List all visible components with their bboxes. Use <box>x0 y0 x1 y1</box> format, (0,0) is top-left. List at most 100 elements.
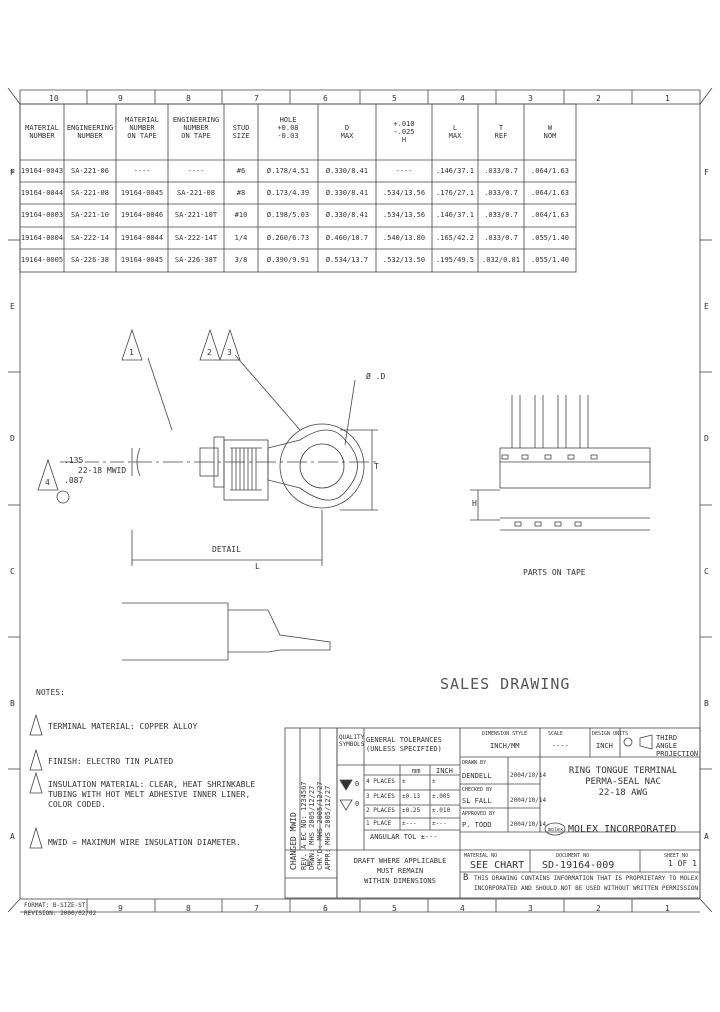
title-block-frame <box>336 727 701 899</box>
l-dimension-label: L <box>255 562 260 571</box>
zone-bottom-6: 6 <box>323 904 328 913</box>
table-cell: 19164-0046 <box>120 211 164 219</box>
revision-line-5: APPR: MHS 2005/12/27 <box>324 785 332 870</box>
zone-bottom-3: 3 <box>528 904 533 913</box>
table-cell: Ø.173/4.39 <box>266 189 310 197</box>
table-cell: .033/0.7 <box>484 211 518 219</box>
table-cell: Ø.330/8.41 <box>325 167 369 175</box>
zone-top-2: 2 <box>596 94 601 103</box>
scale-value: ---- <box>552 742 569 750</box>
table-cell: Ø.534/13.7 <box>325 256 369 264</box>
h-dimension-label: H <box>472 499 477 508</box>
design-units-value: INCH <box>596 742 613 750</box>
zone-left-D: D <box>10 434 15 443</box>
revision-line-3: DRWN: MHS 2005/12/27 <box>308 785 316 870</box>
tolerances-mm-header: mm <box>412 767 421 775</box>
zone-top-5: 5 <box>392 94 397 103</box>
tolerance-cell: ±0.25 <box>402 807 421 814</box>
awg-bottom: .087 <box>64 476 84 485</box>
material-label: MATERIAL NO <box>464 853 498 859</box>
size-letter: B <box>463 873 469 883</box>
zone-right-B: B <box>704 699 709 708</box>
revision-line-2: REV. A EC NO: 1234567 <box>300 781 308 870</box>
table-cell: 19164-0005 <box>20 256 64 264</box>
zone-right-F: F <box>704 168 709 177</box>
table-cell: SA-221-10 <box>71 211 109 219</box>
table-cell: Ø.330/8.41 <box>325 189 369 197</box>
parts-on-tape-label: PARTS ON TAPE <box>523 568 586 577</box>
sheet-label: SHEET NO <box>664 853 689 859</box>
zone-top-8: 8 <box>186 94 191 103</box>
note-4: MWID = MAXIMUM WIRE INSULATION DIAMETER. <box>48 838 241 847</box>
tolerance-cell: 3 PLACES <box>366 793 395 800</box>
table-cell: #10 <box>234 211 248 219</box>
zone-right-C: C <box>704 567 709 576</box>
table-cell: .534/13.56 <box>382 189 426 197</box>
table-cell: 1/4 <box>234 234 248 242</box>
table-cell: Ø.178/4.51 <box>266 167 310 175</box>
table-cell: Ø.198/5.03 <box>266 211 310 219</box>
approved-date: 2004/10/14 <box>510 821 547 828</box>
zone-right-D: D <box>704 434 709 443</box>
table-cell: SA-221-08 <box>71 189 109 197</box>
table-cell: .064/1.63 <box>531 189 569 197</box>
table-cell: .033/0.7 <box>484 189 518 197</box>
zone-bottom-8: 8 <box>186 904 191 913</box>
zone-bottom-5: 5 <box>392 904 397 913</box>
table-cell: Ø.260/6.73 <box>266 234 310 242</box>
table-cell: ---- <box>187 167 205 175</box>
proprietary-notice: THIS DRAWING CONTAINS INFORMATION THAT I… <box>474 875 698 892</box>
revision-line-4: CHK'D: MHS 2005/12/27 <box>316 781 324 870</box>
zone-top-3: 3 <box>528 94 533 103</box>
tolerances-title: GENERAL TOLERANCES (UNLESS SPECIFIED) <box>366 736 442 753</box>
table-cell: SA-222-14 <box>71 234 109 242</box>
zone-left-C: C <box>10 567 15 576</box>
doc-label: DOCUMENT NO <box>556 853 590 859</box>
d-dimension-label: Ø .D <box>366 372 386 381</box>
drawn-date: 2004/10/14 <box>510 772 547 779</box>
zone-left-E: E <box>10 302 15 311</box>
table-cell: 19164-0044 <box>20 189 64 197</box>
approved-value: P. TODD <box>462 821 492 829</box>
draft-note: DRAFT WHERE APPLICABLE MUST REMAIN WITHI… <box>353 857 447 885</box>
tolerance-cell: ±.005 <box>432 793 451 800</box>
tolerance-cell: ± <box>402 778 406 785</box>
sheet-value: 1 OF 1 <box>668 859 697 868</box>
zone-right-A: A <box>704 832 709 841</box>
table-cell: .165/42.2 <box>436 234 474 242</box>
table-cell: .055/1.40 <box>531 234 569 242</box>
table-cell: .176/27.1 <box>436 189 474 197</box>
note-3: INSULATION MATERIAL: CLEAR, HEAT SHRINKA… <box>48 780 256 809</box>
projection-label: THIRD ANGLE PROJECTION <box>656 734 699 758</box>
drawn-value: DENDELL <box>462 772 492 780</box>
tolerance-cell: 4 PLACES <box>366 778 395 785</box>
revision-number: 1 <box>305 859 311 869</box>
t-dimension-label: T <box>374 462 379 471</box>
table-cell: .534/13.56 <box>382 211 426 219</box>
tolerance-cell: ± <box>432 778 436 785</box>
checked-value: SL FALL <box>462 797 492 805</box>
table-cell: SA-221-10T <box>174 211 218 219</box>
table-cell: 3/8 <box>234 256 248 264</box>
zone-right-E: E <box>704 302 709 311</box>
zone-bottom-2: 2 <box>596 904 601 913</box>
zone-left-F: F <box>10 168 15 177</box>
table-cell: 19164-0004 <box>20 234 64 242</box>
table-cell: .146/37.1 <box>436 167 474 175</box>
table-cell: .055/1.40 <box>531 256 569 264</box>
revision-block: CHANGED MWID REV. A EC NO: 1234567 DRWN:… <box>289 730 332 870</box>
approved-label: APPROVED BY <box>462 811 496 817</box>
zone-top-4: 4 <box>460 94 465 103</box>
table-cell: .032/0.81 <box>482 256 520 264</box>
angular-tolerance: ANGULAR TOL ±--- <box>370 833 438 841</box>
table-cell: .033/0.7 <box>484 234 518 242</box>
note-2: FINISH: ELECTRO TIN PLATED <box>48 757 174 766</box>
revision-line-1: CHANGED MWID <box>289 812 298 870</box>
table-cell: ---- <box>395 167 413 175</box>
